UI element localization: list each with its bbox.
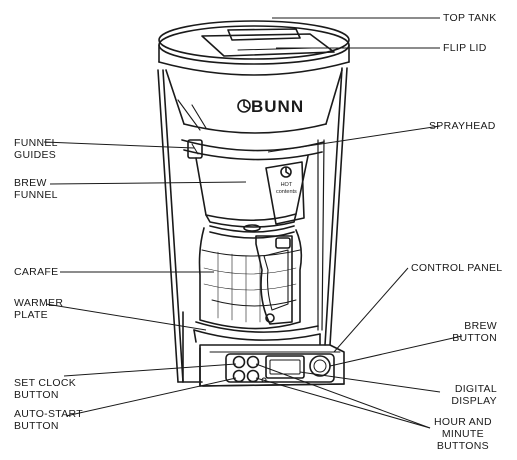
callout-control-panel: CONTROL PANEL [411, 262, 502, 274]
callout-hour-minute-line-2: MINUTE [441, 428, 484, 440]
auto-start-button[interactable] [232, 369, 246, 383]
brew-funnel [195, 155, 309, 232]
callout-brew-funnel-line-1: BREW [14, 177, 47, 189]
callout-hour-minute-buttons: HOUR AND MINUTE BUTTONS [434, 416, 492, 452]
callout-carafe-text: CARAFE [14, 266, 59, 278]
callout-sprayhead: SPRAYHEAD [429, 120, 496, 132]
callout-digital-display-line-1: DIGITAL [454, 383, 497, 395]
callout-control-panel-text: CONTROL PANEL [411, 262, 503, 274]
callout-brew-button-line-2: BUTTON [452, 332, 497, 344]
callout-brew-button-line-1: BREW [464, 320, 497, 332]
funnel-handle-tag: HOT contents [276, 182, 297, 196]
callout-funnel-guides-line-2: GUIDES [14, 149, 57, 161]
machine-body [157, 67, 348, 383]
callout-warmer-plate: WARMER PLATE [14, 297, 63, 321]
control-panel [225, 353, 335, 383]
top-tank [158, 20, 350, 134]
funnel-tag-line-2: contents [276, 189, 297, 195]
callout-brew-funnel-line-2: FUNNEL [14, 189, 58, 201]
callout-warmer-plate-line-1: WARMER [14, 297, 64, 309]
callout-funnel-guides-line-1: FUNNEL [14, 137, 58, 149]
hour-button[interactable] [246, 355, 260, 369]
callout-top-tank: TOP TANK [443, 12, 497, 24]
callout-sprayhead-text: SPRAYHEAD [429, 120, 496, 132]
callout-brew-funnel: BREW FUNNEL [14, 177, 58, 201]
set-clock-button[interactable] [232, 355, 246, 369]
brand-logo: BUNN [251, 97, 305, 116]
callout-hour-minute-line-3: BUTTONS [436, 440, 489, 452]
callout-set-clock-line-2: BUTTON [14, 389, 59, 401]
callout-set-clock-line-1: SET CLOCK [14, 377, 77, 389]
callout-top-tank-text: TOP TANK [443, 12, 497, 24]
callout-digital-display: DIGITAL DISPLAY [451, 383, 497, 407]
callout-flip-lid: FLIP LID [443, 42, 487, 54]
callout-funnel-guides: FUNNEL GUIDES [14, 137, 58, 161]
callout-hour-minute-line-1: HOUR AND [434, 416, 492, 428]
carafe [198, 225, 303, 330]
callout-auto-start-button: AUTO-START BUTTON [14, 408, 83, 432]
callout-warmer-plate-line-2: PLATE [14, 309, 48, 321]
funnel-tag-line-1: HOT [280, 182, 293, 188]
brew-button[interactable] [309, 355, 331, 377]
callout-carafe: CARAFE [14, 266, 58, 278]
sprayhead-area [181, 139, 325, 161]
callout-brew-button: BREW BUTTON [452, 320, 497, 344]
digital-display [265, 355, 305, 379]
callout-auto-start-line-2: BUTTON [14, 420, 59, 432]
callout-flip-lid-text: FLIP LID [443, 42, 487, 54]
funnel-guides [187, 139, 203, 159]
callout-set-clock-button: SET CLOCK BUTTON [14, 377, 76, 401]
base-housing [199, 344, 345, 387]
callout-digital-display-line-2: DISPLAY [451, 395, 497, 407]
bunn-logo-icon [237, 99, 251, 113]
flip-lid [201, 28, 335, 57]
leader-lines [43, 17, 463, 429]
warmer-plate [193, 321, 321, 345]
callout-auto-start-line-1: AUTO-START [14, 408, 83, 420]
minute-button[interactable] [246, 369, 260, 383]
